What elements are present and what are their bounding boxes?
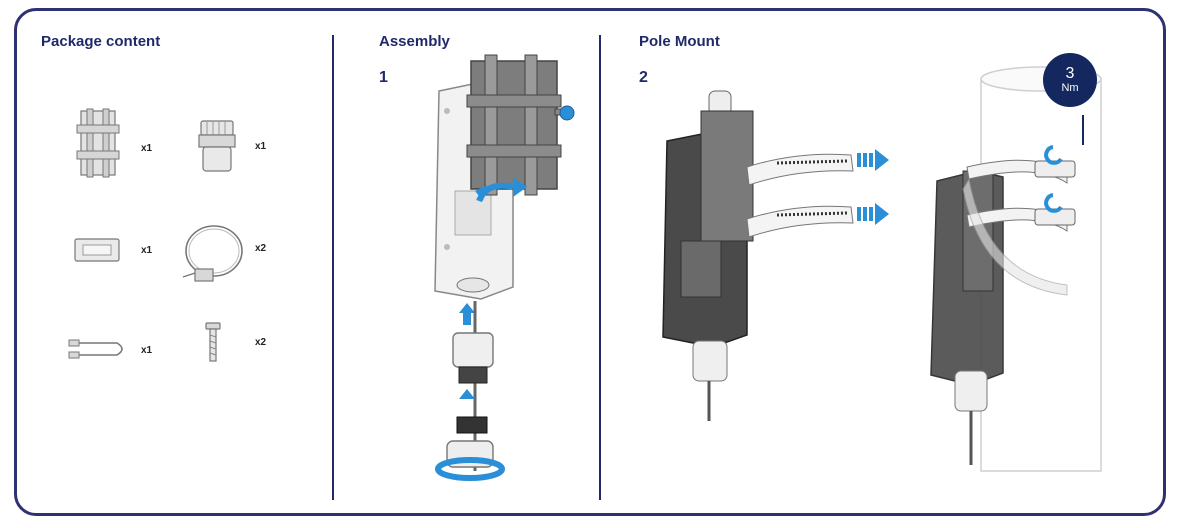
pole-mount-final-illustration — [930, 66, 1102, 472]
section-divider — [599, 35, 601, 500]
bracket-icon — [76, 108, 120, 178]
step-number-2: 2 — [639, 69, 648, 86]
qty-cable: x1 — [141, 345, 153, 356]
qty-cable-gland: x1 — [255, 141, 267, 152]
cable-icon — [68, 339, 123, 359]
assembly-illustration — [434, 54, 575, 481]
qty-label-plate: x1 — [141, 245, 153, 256]
label-plate-icon — [74, 238, 120, 262]
hose-clamp-icon — [182, 225, 243, 282]
qty-screw: x2 — [255, 337, 267, 348]
cable-gland-icon — [198, 120, 236, 172]
qty-hose-clamp: x2 — [255, 243, 267, 254]
torque-value: 3 — [1065, 65, 1075, 82]
instruction-panel: Package content Assembly Pole Mount 1 2 … — [14, 8, 1166, 516]
pole-mount-clamp-illustration — [662, 90, 889, 421]
torque-badge: 3 Nm — [1043, 53, 1097, 107]
qty-bracket: x1 — [141, 143, 153, 154]
package-content-heading: Package content — [41, 33, 161, 50]
assembly-heading: Assembly — [379, 33, 450, 50]
step-number-1: 1 — [379, 69, 388, 86]
section-divider — [332, 35, 334, 500]
torque-unit: Nm — [1061, 82, 1079, 94]
screw-icon — [205, 322, 221, 362]
pole-mount-heading: Pole Mount — [639, 33, 720, 50]
